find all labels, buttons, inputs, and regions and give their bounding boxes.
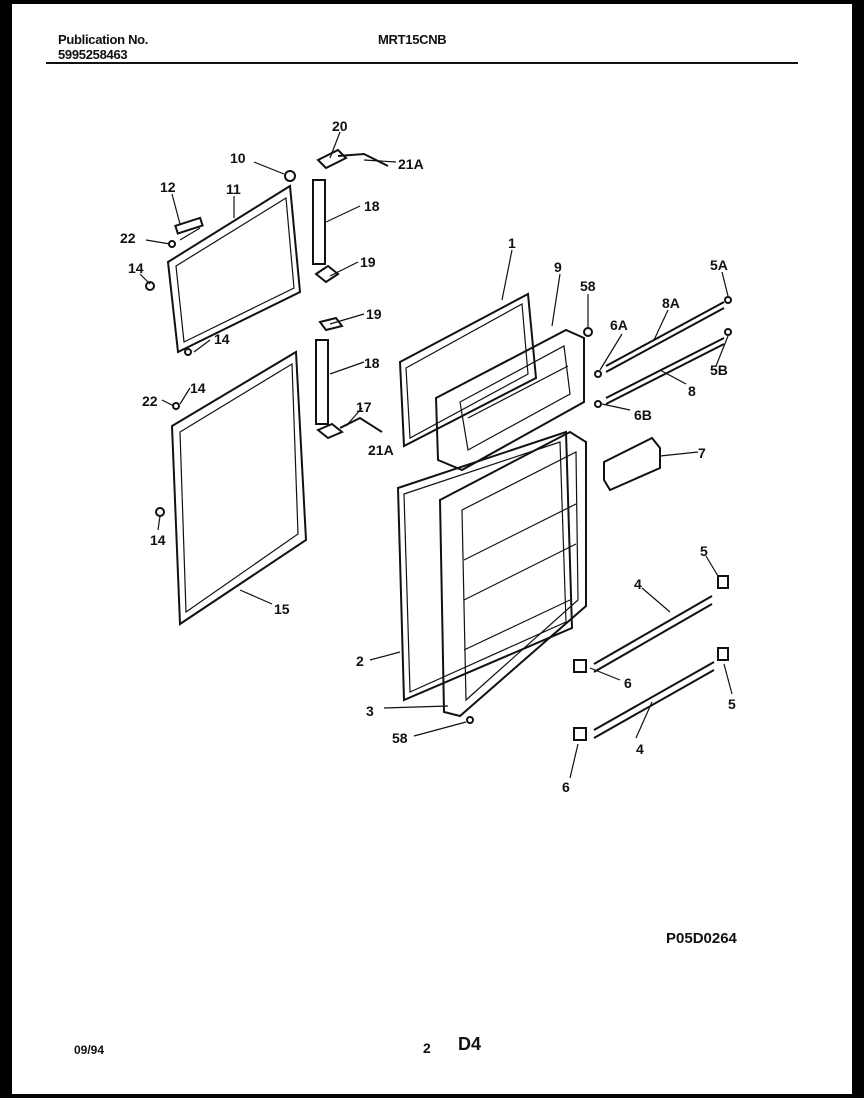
figure-code: P05D0264 xyxy=(666,930,738,947)
callout-58: 58 xyxy=(580,278,596,294)
callout-14: 14 xyxy=(128,260,144,276)
fresh-food-liner-frame xyxy=(155,350,308,626)
header-rule xyxy=(46,62,798,64)
callout-2: 2 xyxy=(356,653,364,669)
publication-number: 5995258463 xyxy=(58,47,128,62)
callout-11: 11 xyxy=(226,181,241,197)
trim-strips xyxy=(573,296,732,741)
callout-8: 8 xyxy=(688,383,696,399)
callout-12: 12 xyxy=(160,179,176,195)
callout-14-b: 14 xyxy=(214,331,230,347)
callout-5: 5 xyxy=(700,543,708,559)
callout-14-d: 14 xyxy=(150,532,166,548)
callout-19: 19 xyxy=(360,254,376,270)
callout-21a: 21A xyxy=(398,156,424,172)
callout-labels: 20 10 21A 12 11 18 22 14 19 14 19 1 9 5A… xyxy=(120,118,736,795)
fresh-food-door-assembly xyxy=(396,430,587,724)
footer-date: 09/94 xyxy=(74,1043,105,1057)
parts-sheet xyxy=(12,4,852,1094)
callout-20: 20 xyxy=(332,118,348,134)
callout-15: 15 xyxy=(274,601,290,617)
callout-6: 6 xyxy=(624,675,632,691)
callout-3: 3 xyxy=(366,703,374,719)
callout-19-b: 19 xyxy=(366,306,382,322)
callout-9: 9 xyxy=(554,259,562,275)
callout-17: 17 xyxy=(356,399,372,415)
callout-7: 7 xyxy=(698,445,706,461)
callout-22: 22 xyxy=(120,230,136,246)
callout-21a-b: 21A xyxy=(368,442,394,458)
callout-22-b: 22 xyxy=(142,393,158,409)
callout-4: 4 xyxy=(634,576,642,592)
callout-5a: 5A xyxy=(710,257,728,273)
hinge-parts xyxy=(312,148,389,440)
callout-58-b: 58 xyxy=(392,730,408,746)
callout-5b: 5B xyxy=(710,362,728,378)
callout-5-b: 5 xyxy=(728,696,736,712)
callout-6b: 6B xyxy=(634,407,652,423)
callout-8a: 8A xyxy=(662,295,680,311)
callout-4-b: 4 xyxy=(636,741,644,757)
callout-14-c: 14 xyxy=(190,380,206,396)
callout-1: 1 xyxy=(508,235,516,251)
leader-lines xyxy=(139,131,733,779)
callout-10: 10 xyxy=(230,150,246,166)
footer-page-number: 2 xyxy=(423,1040,431,1056)
publication-label: Publication No. xyxy=(58,32,149,47)
footer-section-code: D4 xyxy=(458,1034,482,1054)
callout-6-b: 6 xyxy=(562,779,570,795)
callout-6a: 6A xyxy=(610,317,628,333)
freezer-door-assembly xyxy=(398,292,593,472)
model-number: MRT15CNB xyxy=(378,32,447,47)
freezer-liner-frame xyxy=(145,170,302,356)
callout-18: 18 xyxy=(364,198,380,214)
callout-18-b: 18 xyxy=(364,355,380,371)
